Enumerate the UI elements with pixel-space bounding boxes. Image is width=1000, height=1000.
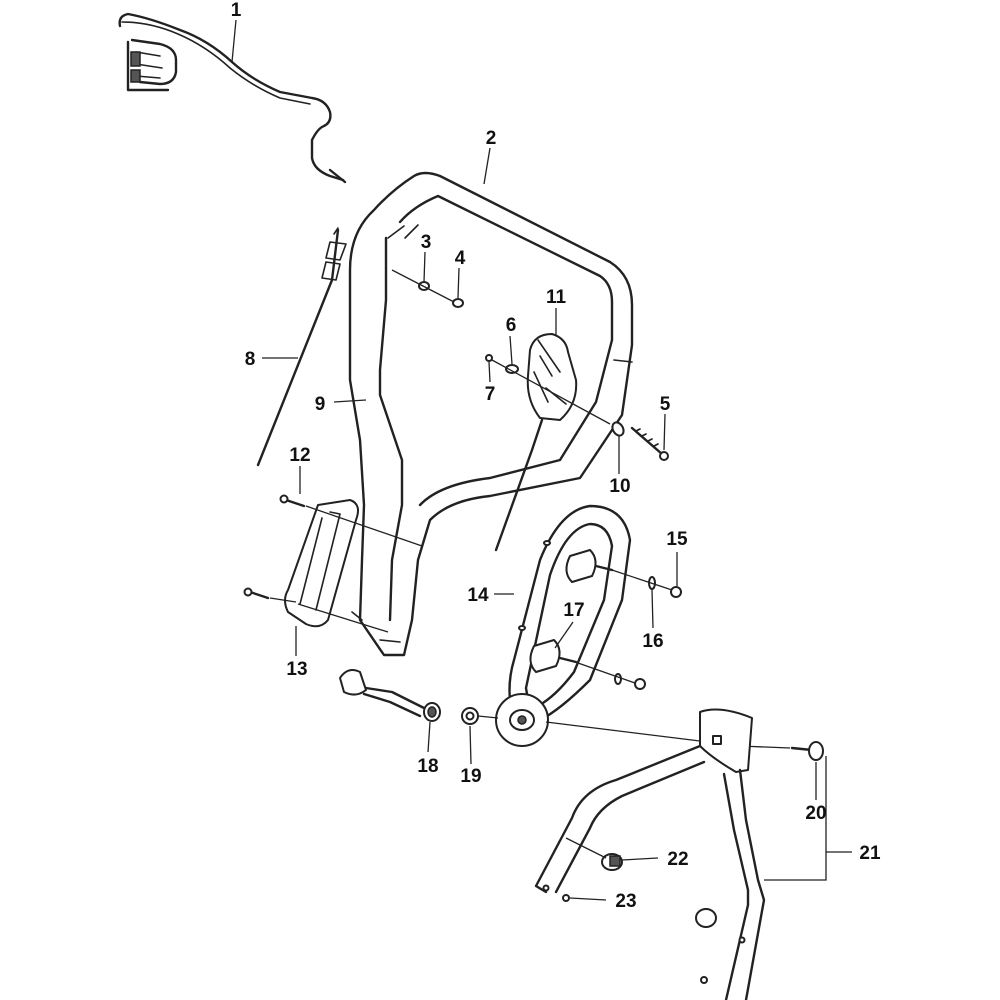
part-17-buffer-lower <box>529 639 578 673</box>
part-22-washer <box>565 837 623 871</box>
callout-3: 3 <box>421 232 432 253</box>
callout-16: 16 <box>642 631 663 652</box>
part-5-bolt <box>630 426 669 461</box>
callout-9: 9 <box>315 394 326 415</box>
callout-10: 10 <box>609 476 630 497</box>
part-4-nut <box>391 269 464 308</box>
part-20-bolt <box>739 741 824 761</box>
callout-1: 1 <box>231 0 242 21</box>
part-18-knob <box>339 669 441 722</box>
callout-14: 14 <box>467 585 489 606</box>
callout-15: 15 <box>666 529 688 550</box>
callout-18: 18 <box>417 756 438 777</box>
callout-23: 23 <box>615 891 636 912</box>
callout-6: 6 <box>506 315 517 336</box>
callout-11: 11 <box>546 287 567 308</box>
callout-12: 12 <box>289 445 310 466</box>
part-19-washer <box>461 707 479 725</box>
part-14-frame-bracket <box>495 504 632 747</box>
callout-22: 22 <box>667 849 688 870</box>
part-12-screw-lower <box>243 587 297 603</box>
part-2-upper-handle <box>348 171 634 657</box>
callout-17: 17 <box>563 600 584 621</box>
part-11-control-lever <box>485 333 611 552</box>
part-15-nut <box>577 569 682 690</box>
callout-labels: 1 2 3 4 5 6 7 8 9 10 11 12 13 14 15 16 1… <box>231 0 881 912</box>
callout-4: 4 <box>455 248 466 269</box>
part-1-control-bail <box>118 12 347 184</box>
callout-19: 19 <box>460 766 481 787</box>
callout-20: 20 <box>805 803 826 824</box>
callout-21: 21 <box>859 843 881 864</box>
callout-7: 7 <box>485 384 496 405</box>
part-16-washer <box>614 576 656 685</box>
part-21-lower-handle <box>534 708 766 1000</box>
callout-5: 5 <box>660 394 671 415</box>
callout-13: 13 <box>286 659 307 680</box>
part-8-cable <box>256 227 347 467</box>
callout-leaders <box>231 19 852 901</box>
part-23-nut <box>562 894 717 984</box>
callout-2: 2 <box>486 128 497 149</box>
part-17-buffer-upper <box>565 549 614 583</box>
part-10-washer <box>611 421 625 437</box>
part-13-cover <box>284 499 359 628</box>
part-12-screw <box>279 494 306 508</box>
callout-8: 8 <box>245 349 256 370</box>
